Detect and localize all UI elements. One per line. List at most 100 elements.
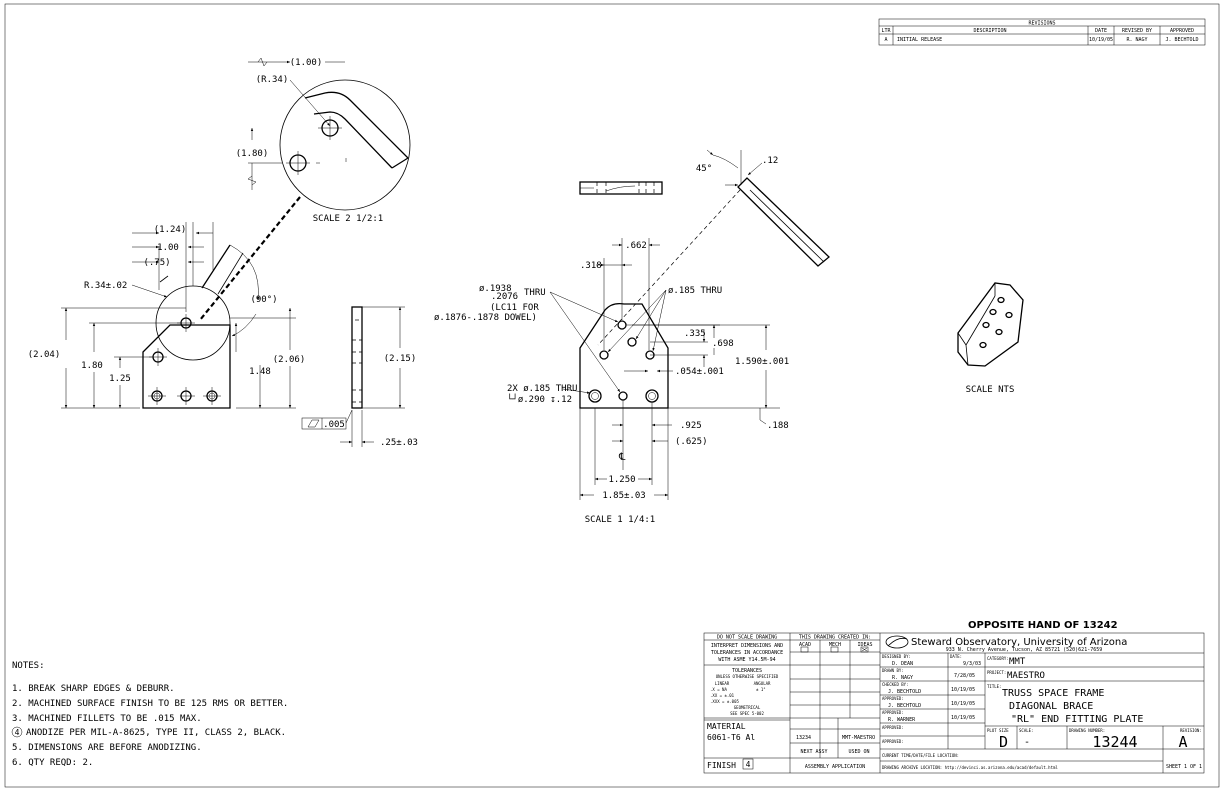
tb-archive-label: DRAWING ARCHIVE LOCATION: http://devinci… xyxy=(882,765,1058,770)
main-thru-note-1: 2X ø.185 THRU xyxy=(507,384,577,394)
tb-category: MMT xyxy=(1009,657,1026,667)
tb-project: MAESTRO xyxy=(1007,671,1045,681)
detail-dim-r34: (R.34) xyxy=(256,75,289,85)
tb-tol-spec: SEE SPEC 5-002 xyxy=(730,711,764,716)
tb-drawn-by: R. NAGY xyxy=(892,675,913,681)
tb-approved1-label: APPROVED: xyxy=(882,696,904,701)
note-1: 1. BREAK SHARP EDGES & DEBURR. xyxy=(12,684,175,694)
rev-header-revised-by: REVISED BY xyxy=(1122,28,1152,34)
front-dim-2-04: (2.04) xyxy=(28,350,61,360)
iso-scale: SCALE NTS xyxy=(966,385,1015,395)
tb-cad-ideas: IDEAS xyxy=(857,642,872,648)
main-hole-bottom-2 xyxy=(618,391,628,401)
tb-title-line-1: TRUSS SPACE FRAME xyxy=(1002,688,1104,699)
main-hole-top xyxy=(617,320,627,330)
side-dim-2-15: (2.15) xyxy=(384,354,417,364)
tb-address: 933 N. Cherry Avenue, Tucson, AZ 85721 (… xyxy=(946,647,1103,653)
edge-dim-12: .12 xyxy=(762,156,778,166)
tb-interpret-3: WITH ASME Y14.5M-94 xyxy=(718,657,775,663)
tb-tol-angular: ANGULAR xyxy=(754,681,771,686)
side-view: (2.15) .005 .25±.03 xyxy=(301,306,418,448)
tb-designed-by: D. DEAN xyxy=(892,661,913,667)
tb-category-label: CATEGORY: xyxy=(987,656,1009,661)
main-dim-925: .925 xyxy=(680,421,702,431)
front-dim-r34: R.34±.02 xyxy=(84,281,127,291)
tb-cad-mech: MECH xyxy=(829,642,841,648)
tb-approved1-by: J. BECHTOLD xyxy=(888,703,921,709)
rev-header-date: DATE xyxy=(1095,28,1107,34)
tb-approved3-label: APPROVED: xyxy=(882,725,904,730)
iso-view: SCALE NTS xyxy=(957,282,1024,395)
tb-used-on: USED ON xyxy=(848,749,869,755)
revisions-title: REVISIONS xyxy=(1028,21,1055,27)
note-4: ANODIZE PER MIL-A-8625, TYPE II, CLASS 2… xyxy=(26,728,286,738)
tb-drawing-number: 13244 xyxy=(1092,733,1137,751)
main-view: .662 .318 ø.185 THRU ø.1938 .2076 THRU (… xyxy=(434,238,789,525)
main-dim-1-590: 1.590±.001 xyxy=(735,357,789,367)
side-dim-005: .005 xyxy=(323,420,345,430)
tb-title-line-3: "RL" END FITTING PLATE xyxy=(1011,714,1143,725)
main-centerline: ℄ xyxy=(618,452,626,463)
sheet-border xyxy=(4,3,1220,788)
title-block: DO NOT SCALE DRAWING INTERPRET DIMENSION… xyxy=(703,632,1205,774)
tb-finish-label: FINISH xyxy=(707,761,736,770)
front-dim-1-48: 1.48 xyxy=(249,367,271,377)
detail-scale: SCALE 2 1/2:1 xyxy=(313,214,383,224)
front-dim-1-24: (1.24) xyxy=(154,225,187,235)
tb-approved2-label: APPROVED: xyxy=(882,710,904,715)
tb-current-time-label: CURRENT TIME/DATE/FILE LOCATION: xyxy=(882,753,959,758)
tb-revision: A xyxy=(1178,733,1187,751)
tb-drawn-label: DRAWN BY: xyxy=(882,668,904,673)
rev-row-ltr: A xyxy=(884,37,887,43)
main-hole-note-dia: ø.1938 xyxy=(479,284,512,294)
top-view xyxy=(579,181,663,195)
front-dim-0-75: (.75) xyxy=(143,258,170,268)
main-dim-335: .335 xyxy=(684,329,706,339)
main-dim-1-250: 1.250 xyxy=(608,475,635,485)
detail-dim-1-00: (1.00) xyxy=(290,58,323,68)
rev-row-revised-by: R. NAGY xyxy=(1126,37,1147,43)
front-dim-1-25: 1.25 xyxy=(109,374,131,384)
tb-assy-used-on: MMT-MAESTRO xyxy=(842,735,875,741)
tb-dwg-no-label: DRAWING NUMBER: xyxy=(1069,728,1105,733)
tb-plot-size-label: PLOT SIZE xyxy=(987,728,1009,733)
tb-created-in: THIS DRAWING CREATED IN: xyxy=(799,635,871,641)
front-view: (1.24) 1.00 (.75) R.34±.02 (90°) (2.04) … xyxy=(28,222,305,409)
tb-tol-ang-val: ± 1° xyxy=(756,687,766,692)
tb-assy-number: 13234 xyxy=(796,735,811,741)
main-dim-1-85: 1.85±.03 xyxy=(602,491,645,501)
tb-tol-linear: LINEAR xyxy=(715,681,730,686)
main-dim-625: (.625) xyxy=(675,437,708,447)
note-2: 2. MACHINED SURFACE FINISH TO BE 125 RMS… xyxy=(12,699,288,709)
main-hole-mid xyxy=(627,337,637,347)
edge-leader-line xyxy=(597,189,741,346)
edge-dim-45: 45° xyxy=(696,164,712,174)
tb-designed-date: 9/3/03 xyxy=(963,661,981,667)
note-3: 3. MACHINED FILLETS TO BE .015 MAX. xyxy=(12,714,202,724)
tb-tol-xxx: .XXX = ±.005 xyxy=(710,699,739,704)
tb-project-label: PROJECT: xyxy=(987,670,1006,675)
tb-approved1-date: 10/19/05 xyxy=(951,701,975,707)
tb-revision-label: REVISION: xyxy=(1180,728,1202,733)
detail-dim-1-80: (1.80) xyxy=(236,149,269,159)
tb-sheet: SHEET 1 OF 1 xyxy=(1166,764,1202,770)
main-thru-note-2: └┘ø.290 ↧.12 xyxy=(507,393,572,405)
tb-assembly-application: ASSEMBLY APPLICATION xyxy=(805,764,865,770)
tb-cad-acad: ACAD xyxy=(799,642,811,648)
detail-view: (1.00) (R.34) (1.80) SCALE 2 1/2:1 xyxy=(236,57,411,224)
notes-heading: NOTES: xyxy=(12,661,45,671)
tb-do-not-scale: DO NOT SCALE DRAWING xyxy=(717,635,777,641)
tb-tol-xx: .XX = ±.01 xyxy=(710,693,735,698)
tb-material: 6061-T6 Al xyxy=(707,733,755,742)
tb-finish-flag-box xyxy=(742,758,754,770)
tb-tol-sub: UNLESS OTHERWISE SPECIFIED xyxy=(716,674,779,679)
tb-drawn-date: 7/28/05 xyxy=(954,673,975,679)
tb-tol-geo: GEOMETRICAL xyxy=(734,705,761,710)
org-logo xyxy=(885,635,909,649)
tb-date-label: DATE: xyxy=(950,654,962,659)
main-hole-bottom-1 xyxy=(588,389,602,403)
tb-finish-flag: 4 xyxy=(746,760,751,769)
tb-approved2-date: 10/19/05 xyxy=(951,715,975,721)
main-dim-054: .054±.001 xyxy=(675,367,724,377)
main-hole-note-dowel: ø.1876-.1878 DOWEL) xyxy=(434,313,537,323)
